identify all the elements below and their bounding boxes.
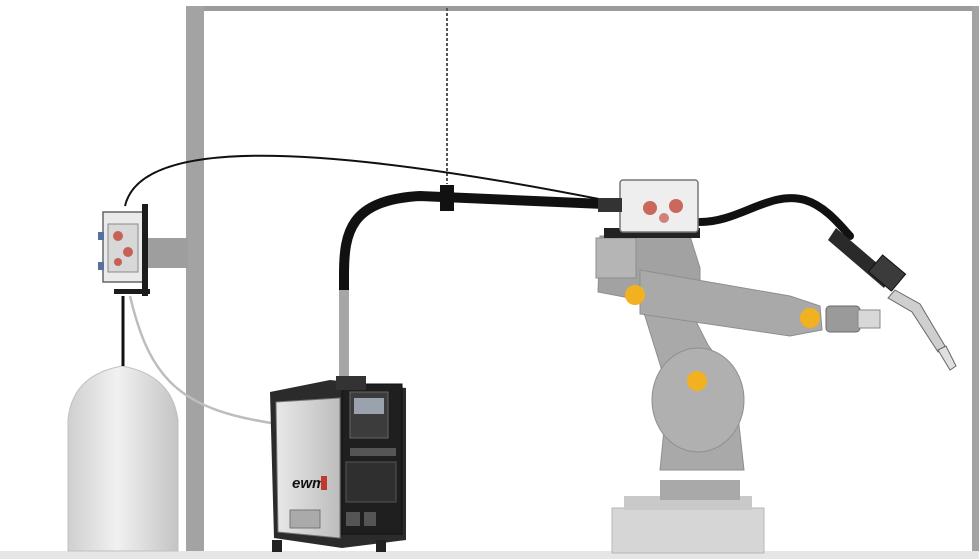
welding-machine: ewm <box>270 376 406 552</box>
robot-arm <box>596 228 880 553</box>
frame-left-post <box>186 6 204 559</box>
robot-joint-elbow <box>800 308 820 328</box>
welding-torch <box>828 228 956 370</box>
robot-joint-base <box>687 371 707 391</box>
frame-right-post <box>972 6 979 559</box>
floor-line <box>0 551 979 559</box>
frame-bracket-arm <box>148 238 188 268</box>
robot-joint-shoulder <box>625 285 645 305</box>
hose-package <box>344 185 850 380</box>
frame-top-beam <box>186 6 979 11</box>
gas-cylinder <box>68 296 178 551</box>
machine-brand-logo: ewm <box>292 475 325 492</box>
robot-wire-feeder <box>598 180 698 232</box>
robot-base <box>612 508 764 553</box>
wire-feeder-box <box>98 204 150 296</box>
